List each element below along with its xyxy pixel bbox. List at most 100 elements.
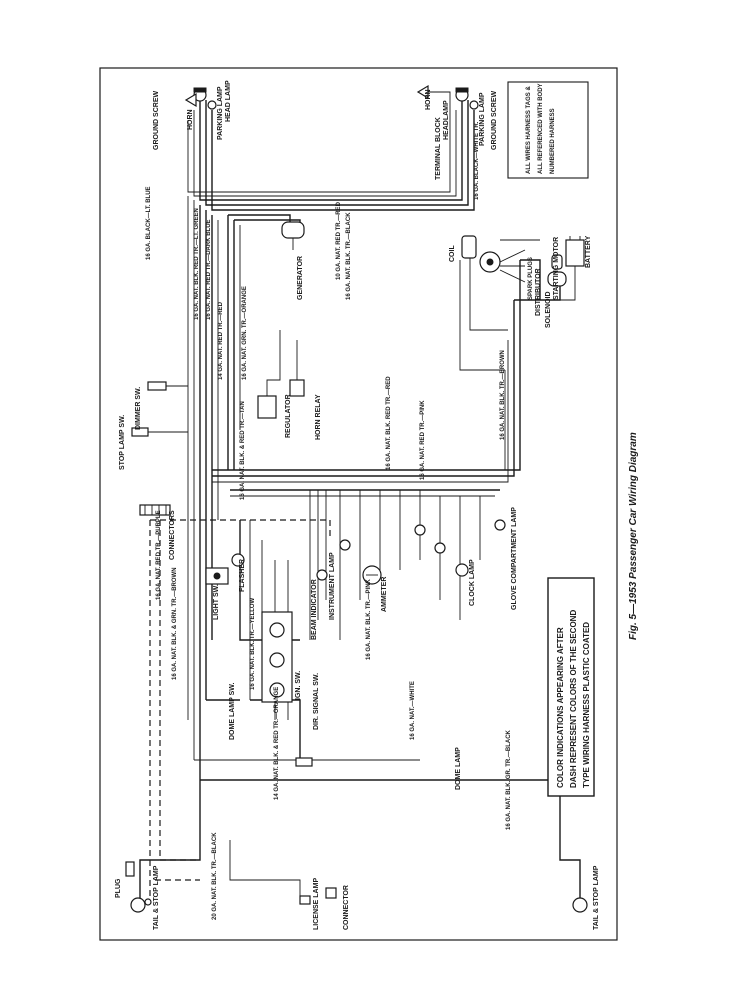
dome-lamp-switch-symbol (295, 757, 313, 767)
label-distributor: DISTRIBUTOR (535, 268, 542, 316)
battery-symbol (560, 236, 585, 301)
figure-caption: Fig. 5—1953 Passenger Car Wiring Diagram (628, 432, 639, 640)
dimmer-switch-symbol (147, 381, 188, 391)
label-connectors: CONNECTORS (169, 510, 176, 560)
wire-label-o: 14 GA. NAT. BLK. & RED TR.—ORANGE (274, 687, 280, 800)
plug-symbol (125, 861, 135, 877)
label-dimmer-sw: DIMMER SW. (135, 387, 142, 430)
labels-layer: HORN PARKING LAMP HEAD LAMP GROUND SCREW… (115, 80, 600, 930)
light-switch-symbol (205, 567, 229, 585)
label-plug: PLUG (115, 878, 122, 898)
label-parking-lamp-right: PARKING LAMP (479, 92, 486, 146)
wire-label-m: 16 GA. NAT.—WHITE (410, 681, 416, 740)
glove-lamp-symbol (494, 519, 506, 531)
label-instrument-lamp: INSTRUMENT LAMP (329, 552, 336, 620)
label-parking-lamp-left: PARKING LAMP (217, 86, 224, 140)
label-stop-lamp-sw: STOP LAMP SW. (119, 415, 126, 470)
generator-symbol (281, 221, 305, 250)
body-harness-dashed (149, 519, 331, 900)
label-terminal-block: TERMINAL BLOCK (435, 117, 442, 180)
label-coil: COIL (449, 245, 456, 262)
wire-label-b: 16 GA. NAT. RED TR.—PURPLE (156, 510, 162, 600)
label-horn-relay: HORN RELAY (315, 394, 322, 440)
wire-label-s: 16 GA. NAT. BLK. RED TR.—RED (386, 376, 392, 470)
legend-line-2: ALL REFERENCED WITH BODY (538, 83, 544, 174)
wire-label-e: 16 GA. NAT. GRN. TR.—ORANGE (242, 286, 248, 380)
wire-label-d: 14 GA. NAT. RED TR.—RED (218, 301, 224, 380)
clock-lamp-symbol (414, 524, 469, 577)
horn-relay-symbol (289, 340, 305, 397)
label-license-lamp: LICENSE LAMP (313, 878, 320, 930)
flasher-symbol (231, 553, 245, 567)
license-lamp-symbol (299, 895, 311, 905)
regulator-symbol (257, 330, 281, 419)
label-battery: BATTERY (585, 235, 592, 268)
wire-label-q: 16 GA. NAT. BLK. RED TR.—LT. GREEN (194, 208, 200, 320)
stop-lamp-switch-symbol (131, 427, 188, 437)
label-ground-screw-right: GROUND SCREW (491, 90, 498, 150)
label-ammeter: AMMETER (381, 577, 388, 612)
wire-label-f: 16 GA. NAT. BLK. TR.—YELLOW (250, 597, 256, 690)
label-starting-motor: STARTING MOTOR (553, 237, 560, 300)
label-regulator: REGULATOR (285, 394, 292, 438)
label-light-sw: LIGHT SW. (213, 584, 220, 620)
components-layer (125, 84, 588, 913)
connector-rear-symbol (325, 887, 337, 899)
note-line-3: TYPE WIRING HARNESS PLASTIC COATED (582, 622, 591, 788)
head-lamp-left-symbol (193, 87, 217, 110)
tail-stop-lamp-left-symbol (130, 897, 152, 913)
label-glove-lamp: GLOVE COMPARTMENT LAMP (511, 507, 518, 610)
beam-indicator-symbol (316, 569, 328, 581)
main-harness (139, 100, 581, 900)
label-solenoid: SOLENOID (545, 291, 552, 328)
label-ground-screw-left: GROUND SCREW (153, 90, 160, 150)
label-horn-right: HORN (425, 89, 432, 110)
label-dome-lamp-sw: DOME LAMP SW. (229, 683, 236, 740)
instrument-lamp-symbol (339, 539, 351, 551)
wire-label-k: 16 GA. NAT. BLK. GR. TR.—BLACK (506, 729, 512, 830)
ign-switch-symbol (261, 611, 293, 703)
label-clock-lamp: CLOCK LAMP (469, 559, 476, 606)
wire-label-g: 16 GA. NAT. BLK. & RED TR.—TAN (240, 401, 246, 500)
label-head-lamp-left: HEAD LAMP (225, 80, 232, 122)
label-head-lamp-right: HEADLAMP (443, 100, 450, 140)
connectors-symbol (139, 504, 171, 516)
wire-label-t: 16 GA. NAT. BLK. TR.—PINK (366, 578, 372, 660)
horn-left-symbol (184, 92, 197, 108)
diagram-frame (99, 67, 618, 941)
label-flasher: FLASHER (239, 559, 246, 592)
wire-label-c: 16 GA. NAT. BLK. & GRN. TR.—BROWN (172, 567, 178, 680)
tail-stop-lamp-right-symbol (572, 897, 588, 913)
label-beam-indicator: BEAM INDICATOR (311, 579, 318, 640)
wire-label-l: 16 GA. NAT. RED TR.—PINK (420, 400, 426, 480)
label-dome-lamp: DOME LAMP (455, 747, 462, 790)
head-lamp-right-symbol (455, 87, 479, 110)
wire-label-n: 16 GA. NAT. BLK. TR.—BROWN (500, 350, 506, 440)
label-tail-stop-left: TAIL & STOP LAMP (153, 865, 160, 930)
note-line-1: COLOR INDICATIONS APPEARING AFTER (556, 627, 565, 788)
legend-box: ALL WIRES HARNESS TAGS & ALL REFERENCED … (507, 81, 589, 179)
label-dir-signal-sw: DIR. SIGNAL SW. (313, 673, 320, 730)
legend-line-1: ALL WIRES HARNESS TAGS & (526, 86, 532, 174)
wire-label-h: 16 GA. NAT. BLK. TR.—BLACK (346, 212, 352, 300)
color-note-box: COLOR INDICATIONS APPEARING AFTER DASH R… (547, 577, 595, 797)
wire-label-i: 10 GA. NAT. RED TR.—RED (336, 201, 342, 280)
wire-label-r: 16 GA. NAT. RED TR.—DARK BLUE (206, 219, 212, 320)
wire-label-a: 16 GA. BLACK—LT. BLUE (146, 186, 152, 260)
label-tail-stop-right: TAIL & STOP LAMP (593, 865, 600, 930)
ammeter-symbol (362, 565, 382, 585)
distributor-symbol (479, 249, 526, 283)
wire-label-p: 20 GA. NAT. BLK. TR.—BLACK (212, 832, 218, 920)
legend-line-3: NUMBERED HARNESS (550, 108, 556, 174)
label-generator: GENERATOR (297, 256, 304, 300)
label-ign-sw: IGN. SW. (295, 671, 302, 700)
wire-label-j: 16 GA. BLACK—WHITE TR. (474, 121, 480, 200)
label-horn-left: HORN (187, 109, 194, 130)
starting-motor-symbol (547, 254, 567, 287)
label-spark-plugs: SPARK PLUGS (528, 257, 534, 300)
note-line-2: DASH REPRESENT COLORS OF THE SECOND (569, 610, 578, 788)
label-connector: CONNECTOR (343, 885, 350, 930)
coil-symbol (461, 235, 477, 259)
